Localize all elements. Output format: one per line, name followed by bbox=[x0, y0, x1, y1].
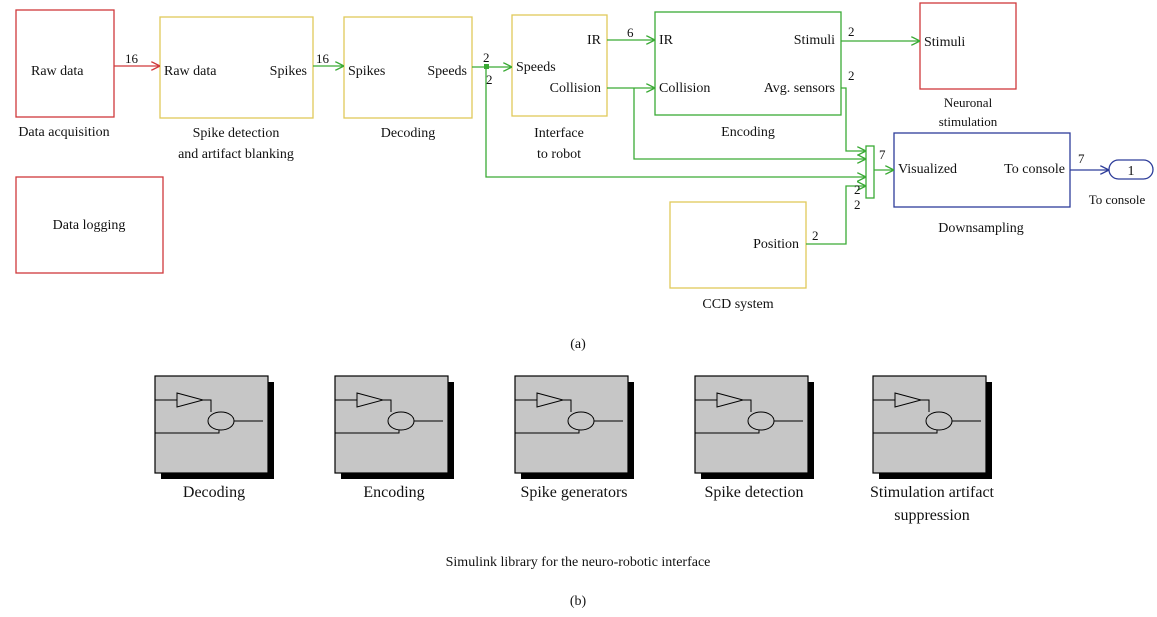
library-block-label: Stimulation artifact bbox=[870, 484, 995, 501]
data-logging-block[interactable] bbox=[15, 176, 164, 274]
library-block-label: Encoding bbox=[363, 484, 424, 501]
decoding-block[interactable] bbox=[343, 16, 473, 119]
neuronal-stimulation-label-2: stimulation bbox=[939, 114, 998, 129]
mux-bar[interactable] bbox=[865, 145, 875, 199]
library-icon-wire bbox=[743, 399, 752, 412]
console-out-label: To console bbox=[1089, 192, 1146, 207]
library-icon-wire bbox=[383, 399, 392, 412]
data-acquisition-port-out: Raw data bbox=[31, 64, 84, 79]
data-acquisition-block[interactable] bbox=[15, 9, 115, 118]
collision-to-mux-signal bbox=[633, 88, 866, 159]
library-icon-wire bbox=[335, 430, 400, 434]
position-signal bbox=[806, 186, 866, 245]
console-out-number: 1 bbox=[1128, 164, 1135, 179]
neuronal-stimulation-label-1: Neuronal bbox=[944, 95, 993, 110]
ccd-system-port-out: Position bbox=[753, 237, 799, 252]
encoding-port-out-avg: Avg. sensors bbox=[764, 81, 835, 96]
encoding-label: Encoding bbox=[721, 125, 775, 140]
library-block-label: Decoding bbox=[183, 484, 245, 501]
library-block-label: Spike detection bbox=[704, 484, 803, 501]
gain-icon bbox=[716, 392, 745, 408]
library-icon-wire bbox=[515, 430, 580, 434]
gain-icon bbox=[176, 392, 205, 408]
neuronal-stimulation-port-in: Stimuli bbox=[924, 35, 965, 50]
data-logging-text: Data logging bbox=[53, 218, 126, 233]
spike-detection-block[interactable] bbox=[159, 16, 314, 119]
downsampling-block[interactable] bbox=[893, 132, 1071, 208]
library-blocks: Decoding Encoding Spike generators Spike de… bbox=[154, 375, 995, 524]
decoding-port-in: Spikes bbox=[348, 64, 385, 79]
library-title: Simulink library for the neuro-robotic i… bbox=[446, 555, 711, 570]
speeds-width-b: 2 bbox=[486, 72, 493, 87]
interface-port-in: Speeds bbox=[516, 60, 556, 75]
data-acquisition-label: Data acquisition bbox=[18, 125, 109, 140]
library-block[interactable]: Spike detection bbox=[694, 375, 814, 501]
sum-icon bbox=[925, 411, 953, 431]
interface-to-robot-block[interactable] bbox=[511, 14, 608, 117]
speeds-to-mux-signal bbox=[485, 69, 866, 177]
spike-detection-label-2: and artifact blanking bbox=[178, 147, 294, 162]
ccd-system-block[interactable] bbox=[669, 201, 807, 289]
interface-port-out-collision: Collision bbox=[550, 81, 601, 96]
interface-port-out-ir: IR bbox=[587, 33, 602, 48]
sum-icon bbox=[207, 411, 235, 431]
encoding-port-out-stimuli: Stimuli bbox=[794, 33, 835, 48]
downsampling-port-out: To console bbox=[1004, 162, 1065, 177]
encoding-port-in-collision: Collision bbox=[659, 81, 710, 96]
library-icon-wire bbox=[921, 399, 930, 412]
library-block[interactable]: Stimulation artifact suppression bbox=[870, 375, 995, 524]
interface-label-2: to robot bbox=[537, 147, 581, 162]
caption-b: (b) bbox=[570, 594, 587, 609]
mux-mid-width-1: 2 bbox=[854, 182, 861, 197]
gain-icon bbox=[356, 392, 385, 408]
ccd-system-label: CCD system bbox=[702, 297, 773, 312]
spike-detection-port-out: Spikes bbox=[270, 64, 307, 79]
decoding-label: Decoding bbox=[381, 126, 435, 141]
decoding-port-out: Speeds bbox=[427, 64, 467, 79]
avg-sensors-width: 2 bbox=[848, 68, 855, 83]
library-block[interactable]: Spike generators bbox=[514, 375, 634, 501]
encoding-block[interactable] bbox=[654, 11, 842, 116]
gain-icon bbox=[536, 392, 565, 408]
sum-icon bbox=[747, 411, 775, 431]
mux-out-width: 7 bbox=[879, 147, 886, 162]
library-icon-wire bbox=[873, 430, 938, 434]
spikes-width: 16 bbox=[316, 51, 330, 66]
speeds-width-a: 2 bbox=[483, 50, 490, 65]
spike-detection-label-1: Spike detection bbox=[193, 126, 280, 141]
mux-mid-width-2: 2 bbox=[854, 197, 861, 212]
library-icon-wire bbox=[155, 430, 220, 434]
library-block[interactable]: Encoding bbox=[334, 375, 454, 501]
stimuli-width: 2 bbox=[848, 24, 855, 39]
avg-sensors-signal bbox=[841, 87, 866, 151]
library-icon-wire bbox=[563, 399, 572, 412]
caption-a: (a) bbox=[570, 337, 586, 352]
downsampling-label: Downsampling bbox=[938, 221, 1024, 236]
library-icon-wire bbox=[695, 430, 760, 434]
library-icon-wire bbox=[203, 399, 212, 412]
speeds-branch-dot bbox=[484, 64, 489, 69]
downsampling-port-in: Visualized bbox=[898, 162, 957, 177]
interface-label-1: Interface bbox=[534, 126, 584, 141]
spike-detection-port-in: Raw data bbox=[164, 64, 217, 79]
library-block[interactable]: Decoding bbox=[154, 375, 274, 501]
console-width: 7 bbox=[1078, 151, 1085, 166]
encoding-port-in-ir: IR bbox=[659, 33, 674, 48]
library-block-label-2: suppression bbox=[894, 507, 970, 524]
neuronal-stimulation-block[interactable] bbox=[919, 2, 1017, 90]
gain-icon bbox=[894, 392, 923, 408]
sum-icon bbox=[567, 411, 595, 431]
ir-width: 6 bbox=[627, 25, 634, 40]
raw-data-width: 16 bbox=[125, 51, 139, 66]
sum-icon bbox=[387, 411, 415, 431]
position-width: 2 bbox=[812, 228, 819, 243]
library-block-label: Spike generators bbox=[520, 484, 627, 501]
